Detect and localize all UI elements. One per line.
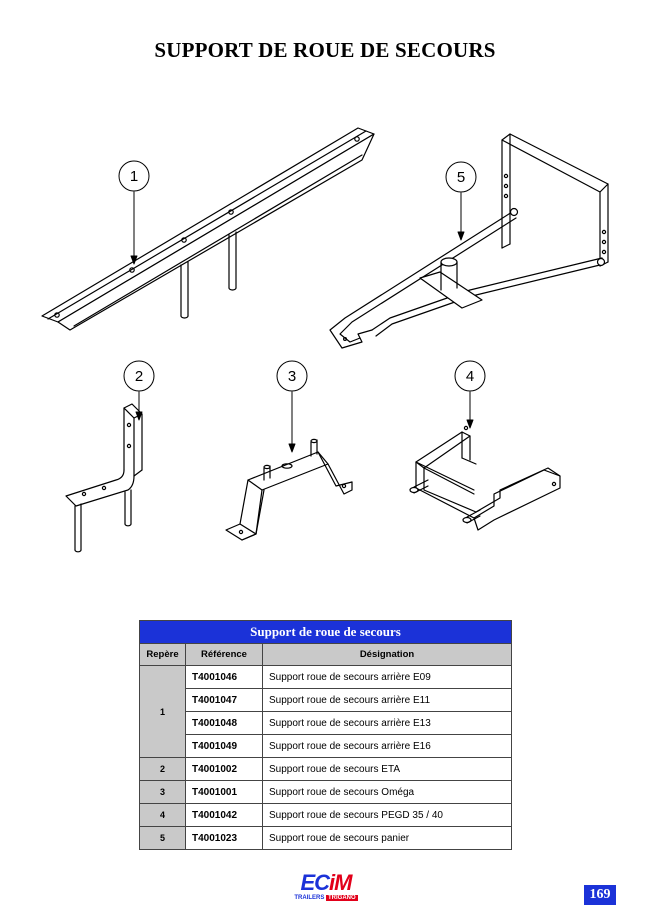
designation-cell: Support roue de secours PEGD 35 / 40 bbox=[262, 803, 512, 827]
logo-sub-text: TRAILERS bbox=[294, 895, 325, 901]
reference-cell: T4001002 bbox=[185, 757, 263, 781]
designation-cell: Support roue de secours arrière E09 bbox=[262, 665, 512, 689]
header-reference: Référence bbox=[185, 643, 263, 666]
table-caption: Support de roue de secours bbox=[139, 620, 512, 644]
callout-label-3: 3 bbox=[288, 368, 296, 385]
part-4-drawing bbox=[409, 425, 561, 531]
reference-cell: T4001042 bbox=[185, 803, 263, 827]
reference-cell: T4001046 bbox=[185, 665, 263, 689]
repere-cell: 1 bbox=[139, 665, 186, 758]
part-3-drawing bbox=[225, 438, 353, 541]
callout-5 bbox=[445, 161, 477, 193]
designation-cell: Support roue de secours arrière E16 bbox=[262, 734, 512, 758]
table-row: 1 T4001046 Support roue de secours arriè… bbox=[139, 665, 512, 758]
logo-word-main: EC bbox=[300, 870, 330, 895]
callout-4 bbox=[454, 360, 486, 392]
reference-cell: T4001001 bbox=[185, 780, 263, 804]
part-2-drawing bbox=[65, 403, 143, 553]
parts-table: Support de roue de secours Repère Référe… bbox=[139, 620, 512, 850]
designation-cell: Support roue de secours arrière E11 bbox=[262, 688, 512, 712]
designation-cell: Support roue de secours Oméga bbox=[262, 780, 512, 804]
part-5-drawing bbox=[329, 133, 609, 349]
reference-cell: T4001048 bbox=[185, 711, 263, 735]
table-row: 3 T4001001 Support roue de secours Oméga bbox=[139, 780, 512, 804]
callout-1 bbox=[118, 160, 150, 192]
logo-sub-tag: TRIGANO bbox=[326, 895, 358, 901]
parts-illustration: 1 5 2 3 4 bbox=[41, 127, 609, 553]
callout-label-2: 2 bbox=[135, 368, 143, 385]
callout-label-5: 5 bbox=[457, 169, 465, 186]
header-designation: Désignation bbox=[262, 643, 512, 666]
repere-cell: 4 bbox=[139, 803, 186, 827]
designation-cell: Support roue de secours arrière E13 bbox=[262, 711, 512, 735]
logo-word-accent: iM bbox=[329, 870, 352, 895]
reference-cell: T4001049 bbox=[185, 734, 263, 758]
reference-cell: T4001047 bbox=[185, 688, 263, 712]
designation-cell: Support roue de secours panier bbox=[262, 826, 512, 850]
table-row: T4001047 Support roue de secours arrière… bbox=[140, 688, 512, 712]
reference-cell: T4001023 bbox=[185, 826, 263, 850]
callout-label-4: 4 bbox=[466, 368, 474, 385]
callout-label-1: 1 bbox=[130, 168, 138, 185]
repere-cell: 2 bbox=[139, 757, 186, 781]
table-row: 4 T4001042 Support roue de secours PEGD … bbox=[139, 803, 512, 827]
table-row: T4001048 Support roue de secours arrière… bbox=[140, 711, 512, 735]
callout-3 bbox=[276, 360, 308, 392]
header-repere: Repère bbox=[139, 643, 186, 666]
callout-2 bbox=[123, 360, 155, 392]
page-title: SUPPORT DE ROUE DE SECOURS bbox=[154, 38, 496, 62]
repere-cell: 3 bbox=[139, 780, 186, 804]
table-row: T4001049 Support roue de secours arrière… bbox=[140, 734, 512, 758]
table-row: 5 T4001023 Support roue de secours panie… bbox=[139, 826, 512, 850]
part-1-drawing bbox=[41, 127, 375, 331]
brand-logo: ECiM TRAILERS TRIGANO bbox=[284, 872, 368, 908]
page-number: 169 bbox=[584, 885, 616, 905]
designation-cell: Support roue de secours ETA bbox=[262, 757, 512, 781]
callout-leaders bbox=[130, 191, 474, 453]
table-row: 2 T4001002 Support roue de secours ETA bbox=[139, 757, 512, 781]
repere-cell: 5 bbox=[139, 826, 186, 850]
